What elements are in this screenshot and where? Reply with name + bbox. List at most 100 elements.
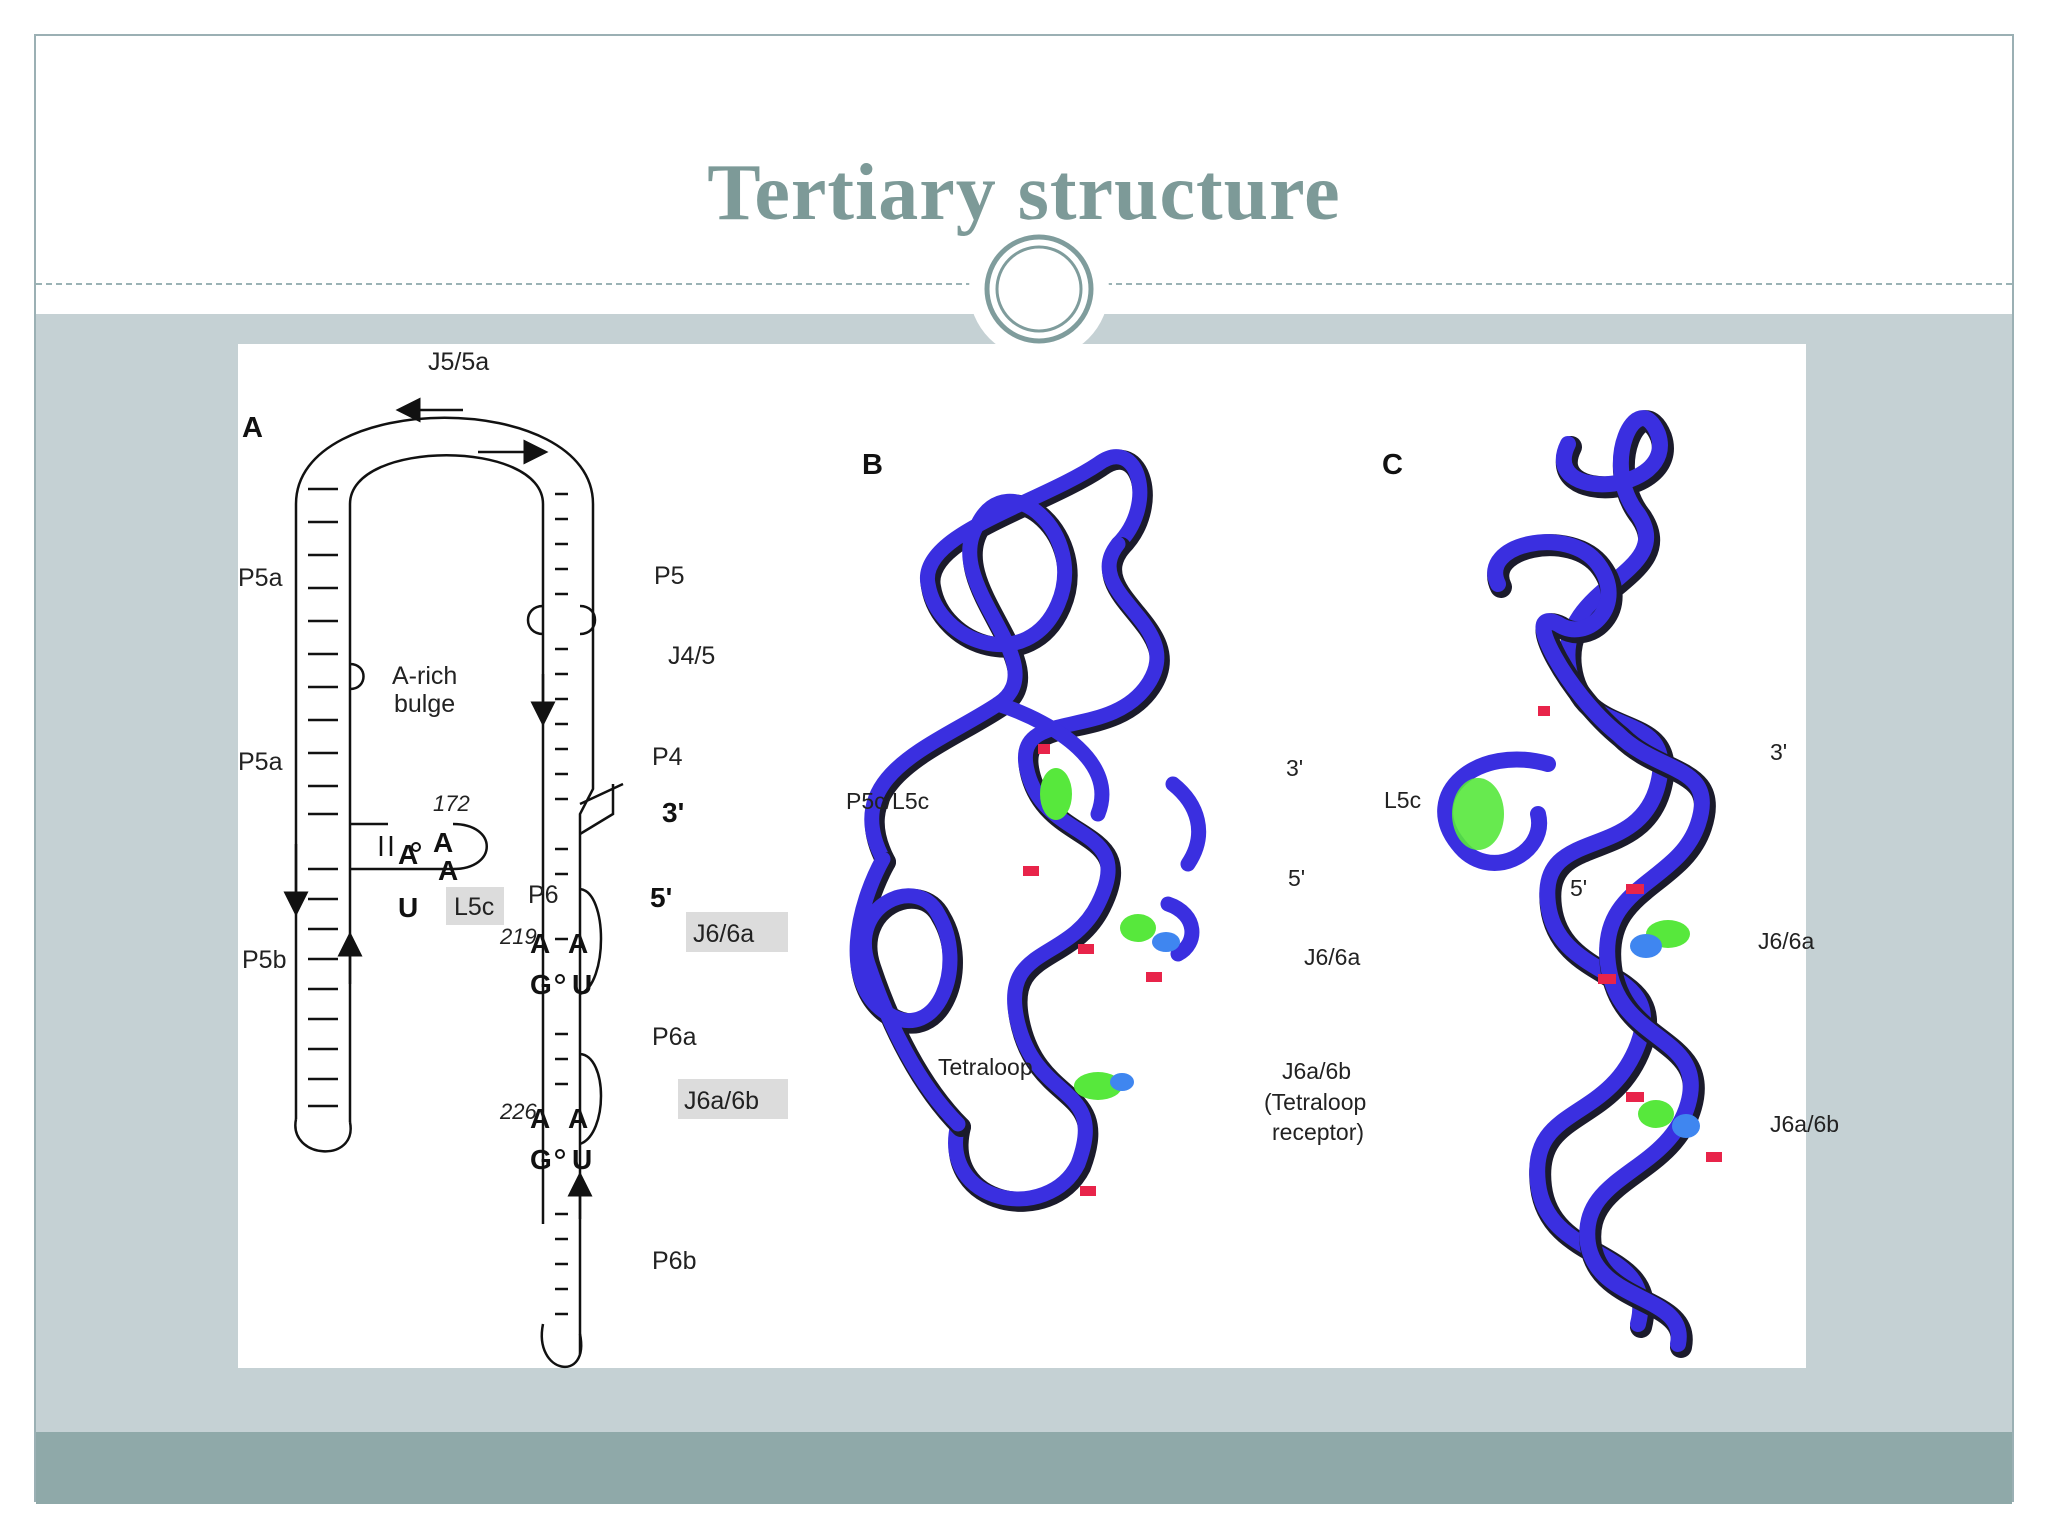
j6-6a-base-a1: A [530, 928, 550, 959]
blue-base-cluster [1630, 934, 1662, 958]
blue-base-cluster [1110, 1073, 1134, 1091]
p6b-label: P6b [652, 1247, 696, 1275]
j6-6a-base-g: G [530, 969, 552, 1000]
panel-c-letter: C [1382, 449, 1403, 481]
b-tetraloop-receptor-label-2: receptor) [1272, 1119, 1364, 1145]
contact-marker [1538, 706, 1550, 716]
p5-hairpin-inner-strand [348, 454, 545, 1224]
contact-marker [1598, 974, 1616, 984]
rna-structure-figure: A [238, 348, 1839, 1369]
p6-label: P6 [528, 881, 559, 909]
p5-label: P5 [654, 562, 685, 590]
b-p5c-l5c-label: P5c/L5c [846, 788, 929, 814]
panel-c-contacts [1538, 706, 1722, 1162]
bulge-label: bulge [394, 690, 455, 718]
nucleotide-219-label: 219 [499, 924, 537, 949]
slide: Tertiary structure A [34, 34, 2014, 1504]
green-base-cluster [1120, 914, 1156, 942]
c-j6a-6b-label: J6a/6b [1770, 1111, 1839, 1137]
j4-5-label: J4/5 [668, 642, 715, 670]
l5c-label: L5c [454, 893, 494, 921]
p4-termini-strands [579, 782, 624, 836]
p5-hairpin-outer-strand [294, 416, 595, 1119]
j6a-6b-base-u: U [572, 1144, 592, 1175]
l5c-base-u: U [398, 892, 418, 923]
c-five-prime-label: 5' [1570, 875, 1587, 901]
b-three-prime-label: 3' [1286, 755, 1303, 781]
j6-6a-highlight [686, 912, 788, 952]
panel-b-letter: B [862, 449, 883, 481]
p6-bulge [579, 887, 603, 996]
panel-a: A [238, 348, 788, 1369]
contact-marker [1023, 866, 1039, 876]
b-j6a-6b-label: J6a/6b [1282, 1058, 1351, 1084]
panel-c-bases [1452, 778, 1700, 1138]
l5c-highlight [446, 887, 504, 925]
figure-panel: A [238, 344, 1839, 1369]
p5b-loop [294, 1118, 352, 1153]
l5c-loop [350, 822, 488, 871]
b-five-prime-label: 5' [1288, 865, 1305, 891]
p4-label: P4 [652, 743, 683, 771]
panel-b-bases [1040, 768, 1180, 1100]
j6a-6b-base-a1: A [530, 1103, 550, 1134]
b-tetraloop-receptor-label-1: (Tetraloop [1264, 1089, 1366, 1115]
p6a-label: P6a [652, 1023, 697, 1051]
nucleotide-226-label: 226 [499, 1099, 537, 1124]
l5c-wobble-dot [411, 842, 421, 852]
j6-6a-label: J6/6a [693, 920, 754, 948]
a-rich-bulge-bump [349, 662, 365, 691]
panel-c-ribbon [1437, 410, 1716, 1358]
j6-6a-wobble-dot [555, 974, 565, 984]
l5c-base-a2: A [433, 827, 453, 858]
five-prime-label: 5' [650, 882, 672, 913]
divider-ornament-icon [984, 234, 1094, 344]
p5a-bottom-label: P5a [238, 748, 283, 776]
p5b-base-pairs [308, 867, 338, 1108]
footer-band [36, 1432, 2012, 1504]
green-base-cluster [1074, 1072, 1122, 1100]
b-tetraloop-label: Tetraloop [938, 1054, 1033, 1080]
j6a-6b-label: J6a/6b [684, 1087, 759, 1115]
panel-b-ribbon [849, 449, 1207, 1212]
contact-marker [1626, 1092, 1644, 1102]
b-j6-6a-label: J6/6a [1304, 944, 1360, 970]
nucleotide-172-label: 172 [433, 791, 470, 816]
contact-marker [1626, 884, 1644, 894]
p5b-label: P5b [242, 946, 286, 974]
contact-marker [1706, 1152, 1722, 1162]
p5a-top-label: P5a [238, 564, 283, 592]
j6a-6b-wobble-dot [555, 1149, 565, 1159]
j4-5-bumps [526, 604, 597, 636]
j6a-6b-base-a2: A [568, 1103, 588, 1134]
l5c-base-a1: A [398, 839, 418, 870]
c-l5c-label: L5c [1384, 787, 1421, 813]
green-base-cluster [1638, 1100, 1674, 1128]
p6b-loop [540, 1323, 583, 1369]
a-rich-label: A-rich [392, 662, 457, 690]
green-base-cluster [1452, 778, 1504, 850]
p6a-p6b-base-pairs [555, 937, 568, 1316]
j6a-6b-base-g: G [530, 1144, 552, 1175]
j6-6a-base-a2: A [568, 928, 588, 959]
l5c-base-a3: A [438, 855, 458, 886]
blue-base-cluster [1672, 1114, 1700, 1138]
j6a-6b-highlight [678, 1079, 788, 1119]
j6-6a-base-u: U [572, 969, 592, 1000]
p5a-base-pairs [308, 487, 338, 816]
c-three-prime-label: 3' [1770, 739, 1787, 765]
contact-marker [1146, 972, 1162, 982]
panel-b: B [846, 449, 1366, 1212]
blue-base-cluster [1152, 932, 1180, 952]
green-base-cluster [1040, 768, 1072, 820]
panel-b-contacts [1023, 744, 1162, 1196]
contact-marker [1038, 744, 1050, 754]
three-prime-label: 3' [662, 797, 684, 828]
contact-marker [1080, 1186, 1096, 1196]
panel-a-letter: A [242, 412, 263, 444]
contact-marker [1078, 944, 1094, 954]
p5-p4-base-pairs [555, 492, 568, 876]
p6a-bulge [579, 1052, 603, 1146]
c-j6-6a-label: J6/6a [1758, 928, 1814, 954]
panel-c: C [1382, 410, 1839, 1358]
